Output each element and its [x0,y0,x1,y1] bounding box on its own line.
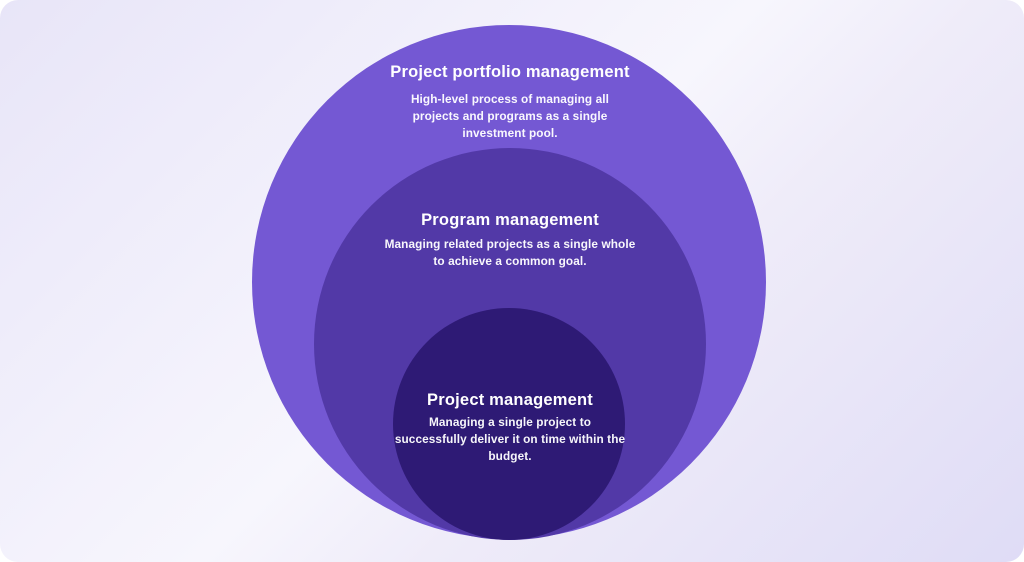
program-description: Managing related projects as a single wh… [384,237,636,268]
portfolio-title: Project portfolio management [390,63,630,81]
project-description: Managing a single project to successfull… [394,415,626,463]
project-circle [393,308,625,540]
program-title: Program management [421,211,599,229]
project-title: Project management [427,391,593,409]
portfolio-description: High-level process of managing all proje… [410,92,610,140]
